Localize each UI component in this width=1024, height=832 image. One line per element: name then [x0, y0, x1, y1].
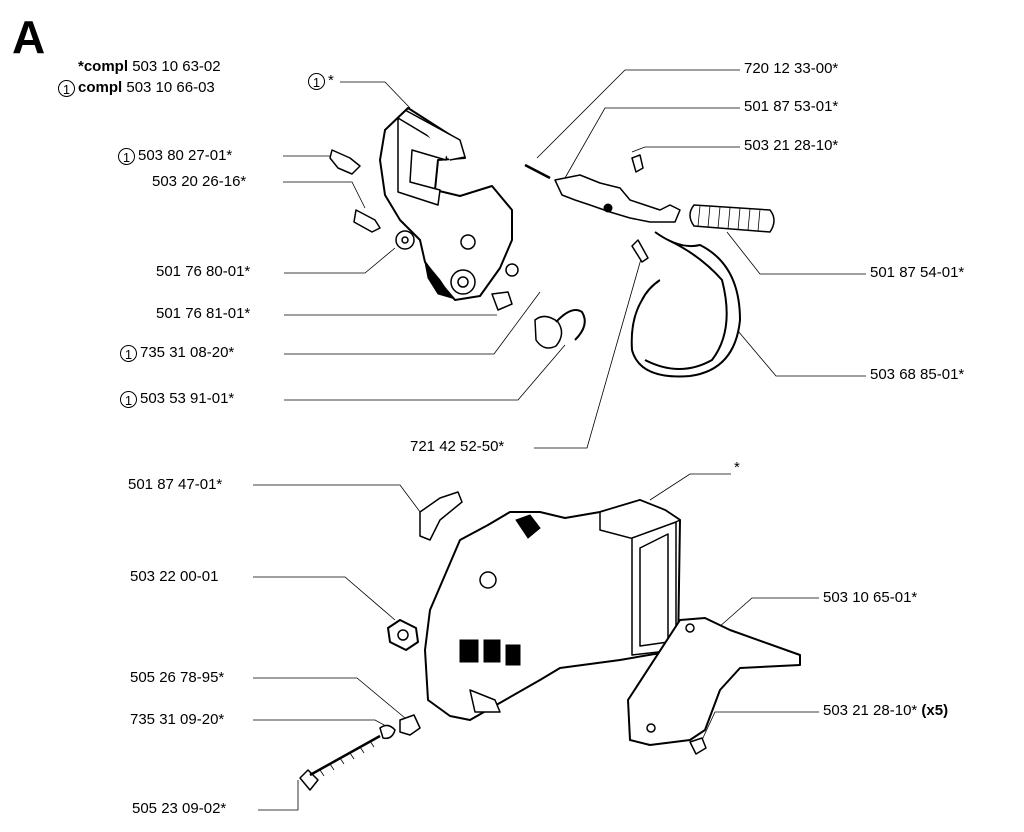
small-fasteners-left: [329, 149, 586, 349]
brake-band: [630, 231, 741, 378]
legend-compl-number: 503 10 63-02: [132, 58, 221, 75]
callout-720-12-33-00: 720 12 33-00*: [744, 60, 839, 77]
callout-text: 503 53 91-01*: [140, 390, 235, 407]
callout-503-21-28-10-x5: 503 21 28-10* (x5): [823, 702, 948, 720]
circled-marker: 1: [120, 390, 137, 408]
callout-721-42-52-50: 721 42 52-50*: [410, 438, 505, 455]
callout-text: 735 31 08-20*: [140, 344, 235, 361]
bushing: [387, 619, 419, 651]
chain-brake-housing: [424, 499, 681, 721]
legend-line-compl: *compl 503 10 63-02: [78, 58, 221, 76]
legend-circled-prefix: compl: [78, 79, 123, 96]
leader-lines: [253, 69, 866, 811]
callout-star: *: [734, 459, 740, 476]
bar-plate: [627, 617, 801, 755]
circled-marker: 1: [120, 344, 137, 362]
callout-text: *: [328, 72, 334, 89]
chain-brake-handle: [379, 107, 513, 301]
callout-text: 503 80 27-01*: [138, 147, 233, 164]
callout-501-76-81-01: 501 76 81-01*: [156, 305, 251, 322]
callout-circled-star: 1*: [308, 72, 334, 90]
legend-compl-prefix: *compl: [78, 58, 129, 75]
callout-503-20-26-16: 503 20 26-16*: [152, 173, 247, 190]
callout-505-26-78-95: 505 26 78-95*: [130, 669, 225, 686]
callout-505-23-09-02: 505 23 09-02*: [132, 800, 227, 817]
callout-503-68-85-01: 503 68 85-01*: [870, 366, 965, 383]
spring-clip: [419, 491, 463, 541]
adjusting-bolt: [299, 734, 381, 791]
quantity-suffix: (x5): [921, 702, 949, 719]
callout-735-31-09-20: 735 31 09-20*: [130, 711, 225, 728]
circled-marker: 1: [308, 72, 325, 90]
washers: [379, 714, 421, 740]
circled-marker: 1: [58, 79, 75, 97]
callout-503-21-28-10: 503 21 28-10*: [744, 137, 839, 154]
callout-501-76-80-01: 501 76 80-01*: [156, 263, 251, 280]
callout-503-10-65-01: 503 10 65-01*: [823, 589, 918, 606]
legend-circled-number: 503 10 66-03: [126, 79, 215, 96]
circled-marker: 1: [118, 147, 135, 165]
callout-text: 503 21 28-10*: [823, 702, 918, 719]
section-letter: A: [12, 11, 46, 63]
brake-lever-assembly: [524, 154, 775, 233]
callout-501-87-54-01: 501 87 54-01*: [870, 264, 965, 281]
callout-501-87-47-01: 501 87 47-01*: [128, 476, 223, 493]
callout-501-87-53-01: 501 87 53-01*: [744, 98, 839, 115]
callout-503-22-00-01: 503 22 00-01: [130, 568, 219, 585]
